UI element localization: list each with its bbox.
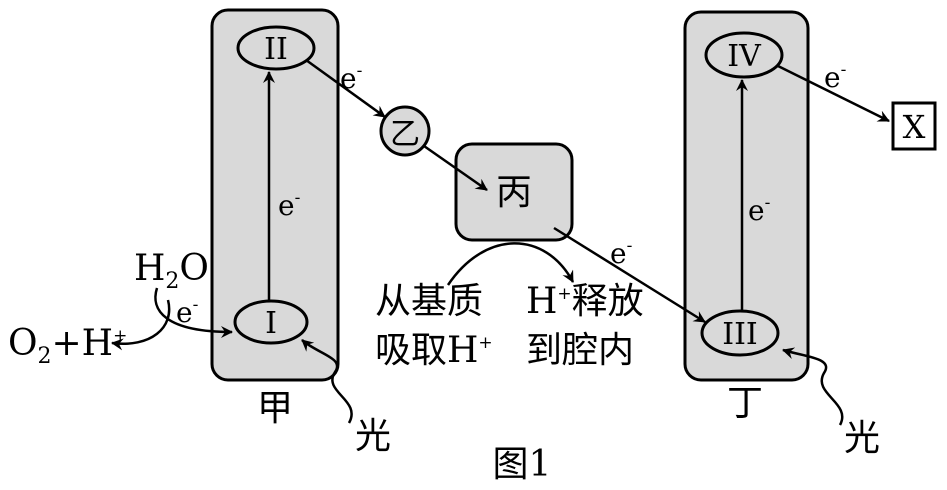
proton-uptake-line2: 吸取H+ [375, 330, 493, 371]
products-label: O2+H+ [8, 323, 127, 369]
arrow-II-to-yi [305, 58, 386, 119]
complex-ding-box [683, 10, 810, 382]
proton-release-line1: H+释放 [526, 281, 644, 322]
oxygen-release-curve [111, 299, 171, 351]
node-I [233, 299, 309, 345]
node-III [700, 309, 780, 357]
electron-label-IV-x: e- [824, 60, 846, 94]
acceptor-x-label: X [903, 108, 926, 146]
carrier-yi [379, 105, 431, 157]
acceptor-x [891, 101, 937, 151]
carrier-yi-label: 乙 [390, 117, 420, 152]
arrow-IV-to-x [777, 64, 890, 123]
proton-uptake-line1: 从基质 [375, 281, 483, 322]
electron-label-jia: e- [278, 188, 300, 222]
water-label: H2O [134, 248, 209, 294]
proton-release-line2: 到腔内 [526, 330, 634, 371]
figure-caption: 图1 [493, 444, 552, 485]
carrier-bing [454, 142, 574, 242]
complex-ding: IV III e- 丁 [683, 10, 810, 424]
node-II [236, 25, 316, 71]
node-IV-label: IV [727, 39, 762, 74]
complex-jia-box [210, 8, 340, 382]
complex-ding-name: 丁 [727, 383, 763, 424]
node-III-label: III [722, 317, 758, 352]
node-I-label: I [265, 306, 277, 341]
proton-uptake-text: 从基质 吸取H+ [375, 281, 493, 371]
electron-label-water: e- [176, 295, 198, 329]
proton-release-text: H+释放 到腔内 [526, 281, 644, 371]
electron-label-ding: e- [748, 193, 770, 227]
node-IV [704, 31, 784, 79]
complex-jia: II I e- 甲 [210, 8, 340, 429]
electron-label-II-yi: e- [340, 61, 362, 95]
complex-jia-name: 甲 [257, 388, 293, 429]
carrier-bing-label: 丙 [496, 172, 532, 213]
light-label-jia: 光 [355, 416, 391, 457]
electron-label-bing-III: e- [610, 236, 632, 270]
light-arrow-jia [301, 339, 353, 424]
light-label-ding: 光 [844, 418, 880, 459]
arrow-yi-to-bing [423, 144, 488, 192]
proton-transport-curve [446, 242, 575, 286]
arrow-bing-to-III [553, 226, 706, 324]
light-arrow-ding [782, 347, 844, 426]
node-II-label: II [264, 32, 288, 67]
